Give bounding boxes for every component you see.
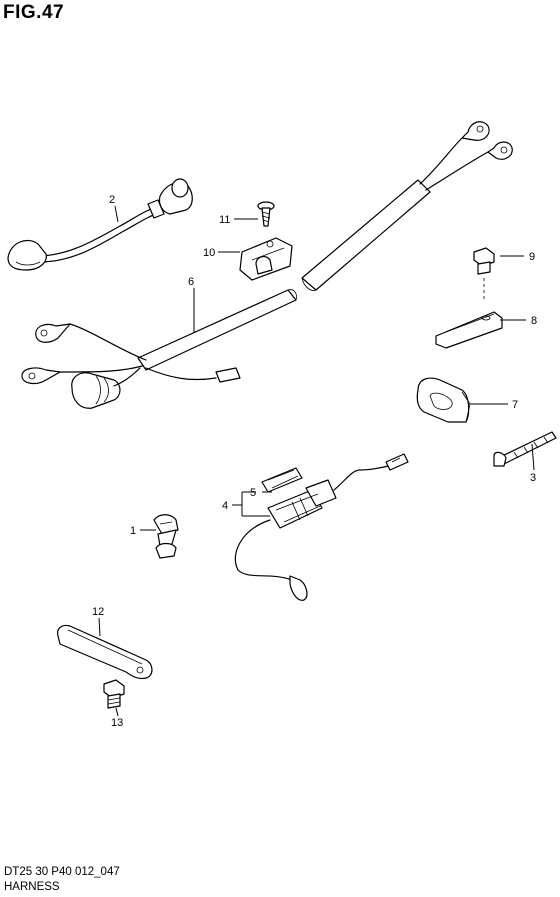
callout-1: 1 — [130, 525, 136, 537]
callout-13: 13 — [111, 717, 123, 729]
callout-3: 3 — [530, 472, 536, 484]
part-7-grommet — [416, 377, 471, 423]
callout-10: 10 — [203, 247, 215, 259]
callout-5: 5 — [250, 487, 256, 499]
part-13-bolt — [103, 679, 125, 709]
part-12-stay — [57, 624, 153, 680]
drawing-code: DT25 30 P40 012_047 — [4, 866, 120, 878]
callout-11: 11 — [219, 214, 230, 226]
callout-12: 12 — [92, 606, 104, 618]
callout-2: 2 — [109, 194, 115, 206]
part-8-bracket-plate — [435, 311, 503, 349]
callout-9: 9 — [529, 251, 535, 263]
drawing-name: HARNESS — [4, 881, 60, 893]
part-2-battery-cable — [7, 178, 193, 271]
part-10-clamp — [239, 237, 293, 281]
leader-lines — [98, 205, 535, 717]
part-9-bolt — [473, 247, 495, 300]
figure-title: FIG.47 — [3, 2, 65, 23]
part-6-main-harness — [21, 121, 513, 409]
part-11-screw — [257, 201, 275, 227]
part-4-fuse-holder — [234, 453, 409, 601]
callout-4: 4 — [222, 500, 228, 512]
callout-8: 8 — [531, 315, 537, 327]
part-1-clip — [153, 514, 179, 559]
callout-7: 7 — [512, 399, 518, 411]
callout-6: 6 — [188, 276, 194, 288]
part-3-cable-tie — [493, 431, 557, 467]
